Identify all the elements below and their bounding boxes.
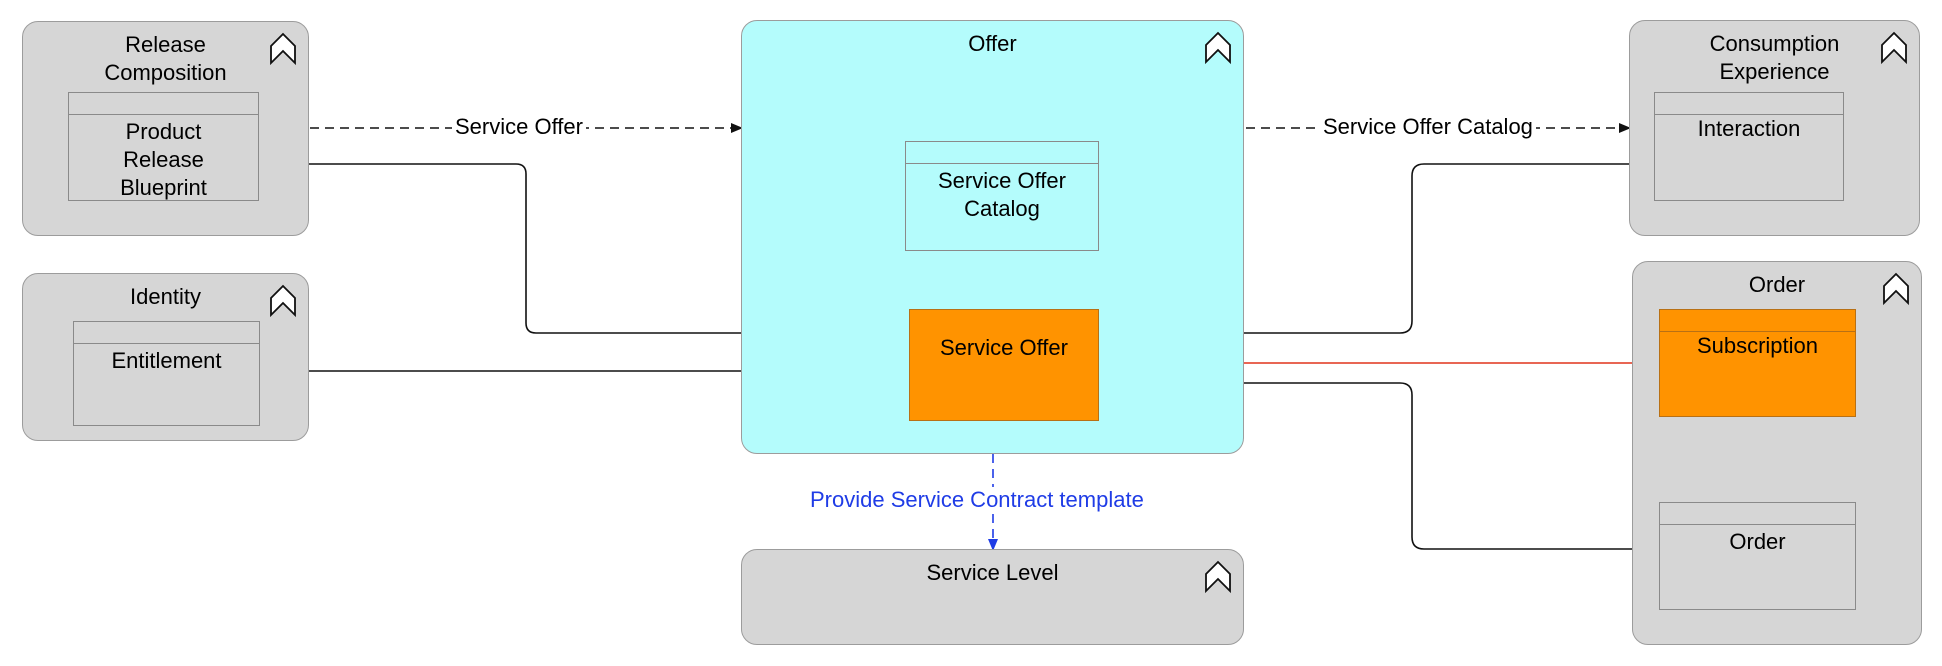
link-service-offer-order[interactable] <box>1098 382 1660 550</box>
entity-header-bar <box>69 93 258 115</box>
group-title: Identity <box>130 284 201 309</box>
entity-label: Service Offer <box>940 335 1068 360</box>
entity-service-offer-catalog[interactable]: Service Offer Catalog <box>905 141 1099 251</box>
entity-label: Interaction <box>1697 116 1801 141</box>
group-title: Order <box>1748 272 1806 297</box>
group-title: Service Level <box>926 560 1059 585</box>
chevron-up-icon[interactable] <box>1201 29 1235 65</box>
edge-label-service-offer: Service Offer <box>452 114 586 140</box>
chevron-up-icon[interactable] <box>1879 270 1913 306</box>
entity-header-bar <box>1660 503 1855 525</box>
edge-label-service-offer-catalog: Service Offer Catalog <box>1320 114 1536 140</box>
chevron-up-icon[interactable] <box>266 282 300 318</box>
chevron-up-icon[interactable] <box>1201 558 1235 594</box>
entity-label: Order <box>1729 529 1786 554</box>
entity-label: Subscription <box>1696 333 1819 358</box>
group-title: Release Composition <box>104 32 227 85</box>
entity-header-bar <box>1660 310 1855 332</box>
chevron-up-icon[interactable] <box>266 30 300 66</box>
entity-header-bar <box>906 142 1098 164</box>
chevron-up-icon[interactable] <box>1877 29 1911 65</box>
group-title: Offer <box>968 31 1017 56</box>
entity-product-release-blueprint[interactable]: Product Release Blueprint <box>68 92 259 201</box>
group-title: Consumption Experience <box>1709 31 1840 84</box>
edge-label-provide-service-contract-template: Provide Service Contract template <box>807 487 1147 513</box>
entity-header-bar <box>74 322 259 344</box>
link-service-offer-interaction[interactable] <box>1098 163 1654 334</box>
entity-label: Product Release Blueprint <box>120 119 207 200</box>
entity-label: Service Offer Catalog <box>938 168 1066 221</box>
entity-subscription[interactable]: Subscription <box>1659 309 1856 417</box>
entity-interaction[interactable]: Interaction <box>1654 92 1844 201</box>
entity-header-bar <box>1655 93 1843 115</box>
link-blueprint-service-offer[interactable] <box>258 163 910 334</box>
group-service-level[interactable]: Service Level <box>741 549 1244 645</box>
entity-entitlement[interactable]: Entitlement <box>73 321 260 426</box>
entity-label: Entitlement <box>111 348 222 373</box>
entity-order[interactable]: Order <box>1659 502 1856 610</box>
entity-service-offer[interactable]: Service Offer <box>909 309 1099 421</box>
